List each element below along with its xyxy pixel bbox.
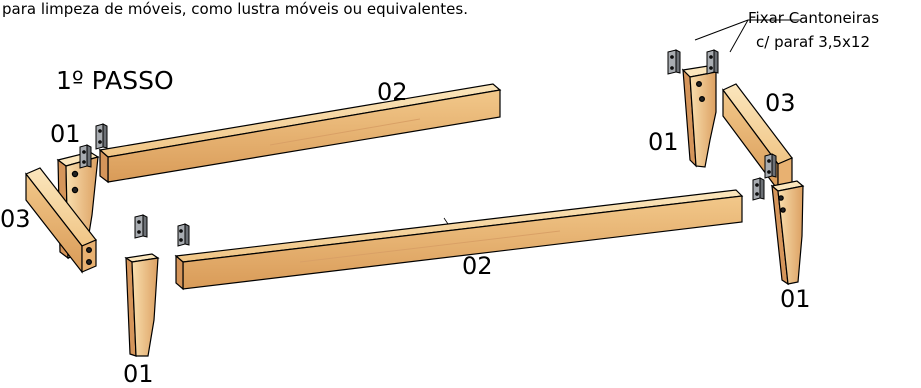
bracket-icon (95, 123, 108, 150)
bracket-icon (667, 49, 681, 75)
bracket-icon (764, 153, 777, 179)
label-leg-front-right: 01 (780, 285, 811, 313)
corner-brackets (79, 49, 777, 247)
step-title: 1º PASSO (56, 66, 174, 95)
leg-front-right (770, 180, 805, 286)
label-short-rail-right: 03 (765, 89, 796, 117)
label-long-rail-bottom: 02 (462, 252, 493, 280)
leg-back-right (681, 65, 718, 168)
long-rail-top (98, 83, 502, 184)
intro-text: para limpeza de móveis, como lustra móve… (2, 0, 468, 18)
bracket-icon (752, 177, 765, 201)
long-rail-bottom (174, 189, 744, 291)
note-leader-lines (694, 19, 800, 53)
note-line-1: Fixar Cantoneiras (748, 9, 880, 27)
label-short-rail-left: 03 (0, 205, 31, 233)
bracket-icon (134, 214, 148, 239)
label-long-rail-top: 02 (377, 78, 408, 106)
label-leg-front-left: 01 (123, 360, 154, 388)
bracket-icon (706, 49, 719, 75)
bracket-icon (79, 144, 92, 169)
bracket-icon (177, 223, 190, 247)
short-rail-left (25, 167, 97, 274)
leg-front-left (124, 253, 160, 357)
note-line-2: c/ paraf 3,5x12 (756, 33, 871, 51)
label-leg-back-right: 01 (648, 128, 679, 156)
label-leg-left: 01 (50, 120, 81, 148)
